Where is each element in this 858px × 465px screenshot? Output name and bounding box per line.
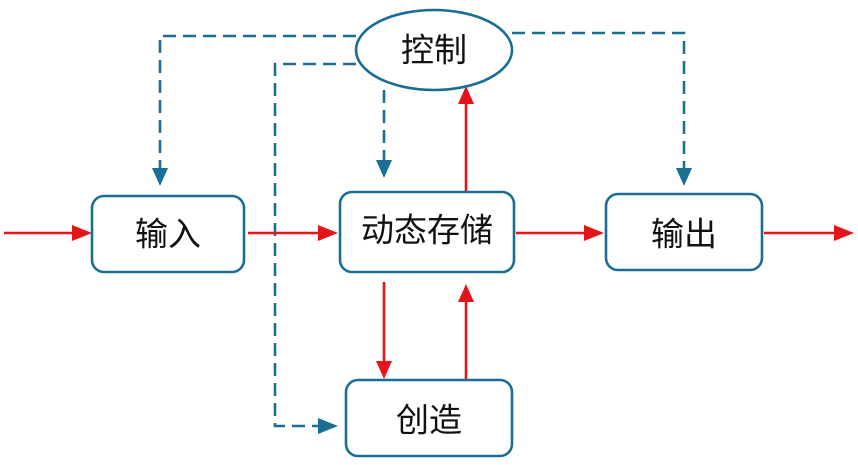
input-node: 输入 [90, 194, 246, 274]
create-label: 创造 [396, 401, 462, 440]
control-to-input-arrowhead [152, 168, 168, 186]
storage-to-control-arrowhead [458, 86, 474, 104]
input-label: 输入 [135, 215, 201, 254]
create-to-storage-arrowhead [458, 284, 474, 302]
storage-to-create-arrowhead [376, 361, 392, 379]
control-label: 控制 [401, 31, 467, 70]
control-node: 控制 [354, 8, 514, 92]
create-node: 创造 [344, 378, 514, 458]
control-to-output-line [512, 31, 686, 168]
input-to-storage-arrowhead [318, 225, 338, 241]
output-to-outgoing-arrowhead [834, 225, 854, 241]
incoming-to-input-arrowhead [72, 225, 92, 241]
dynamic-storage-label: 动态存储 [361, 211, 493, 250]
control-to-output-arrowhead [676, 168, 692, 186]
output-label: 输出 [651, 215, 717, 254]
storage-to-output-arrowhead [584, 225, 604, 241]
dynamic-storage-node: 动态存储 [338, 190, 516, 274]
control-to-storage-arrowhead [376, 160, 392, 178]
control-to-create-arrowhead [318, 418, 338, 434]
control-to-input-line [158, 34, 356, 168]
output-node: 输出 [604, 192, 764, 272]
control-to-create-line [273, 62, 356, 428]
